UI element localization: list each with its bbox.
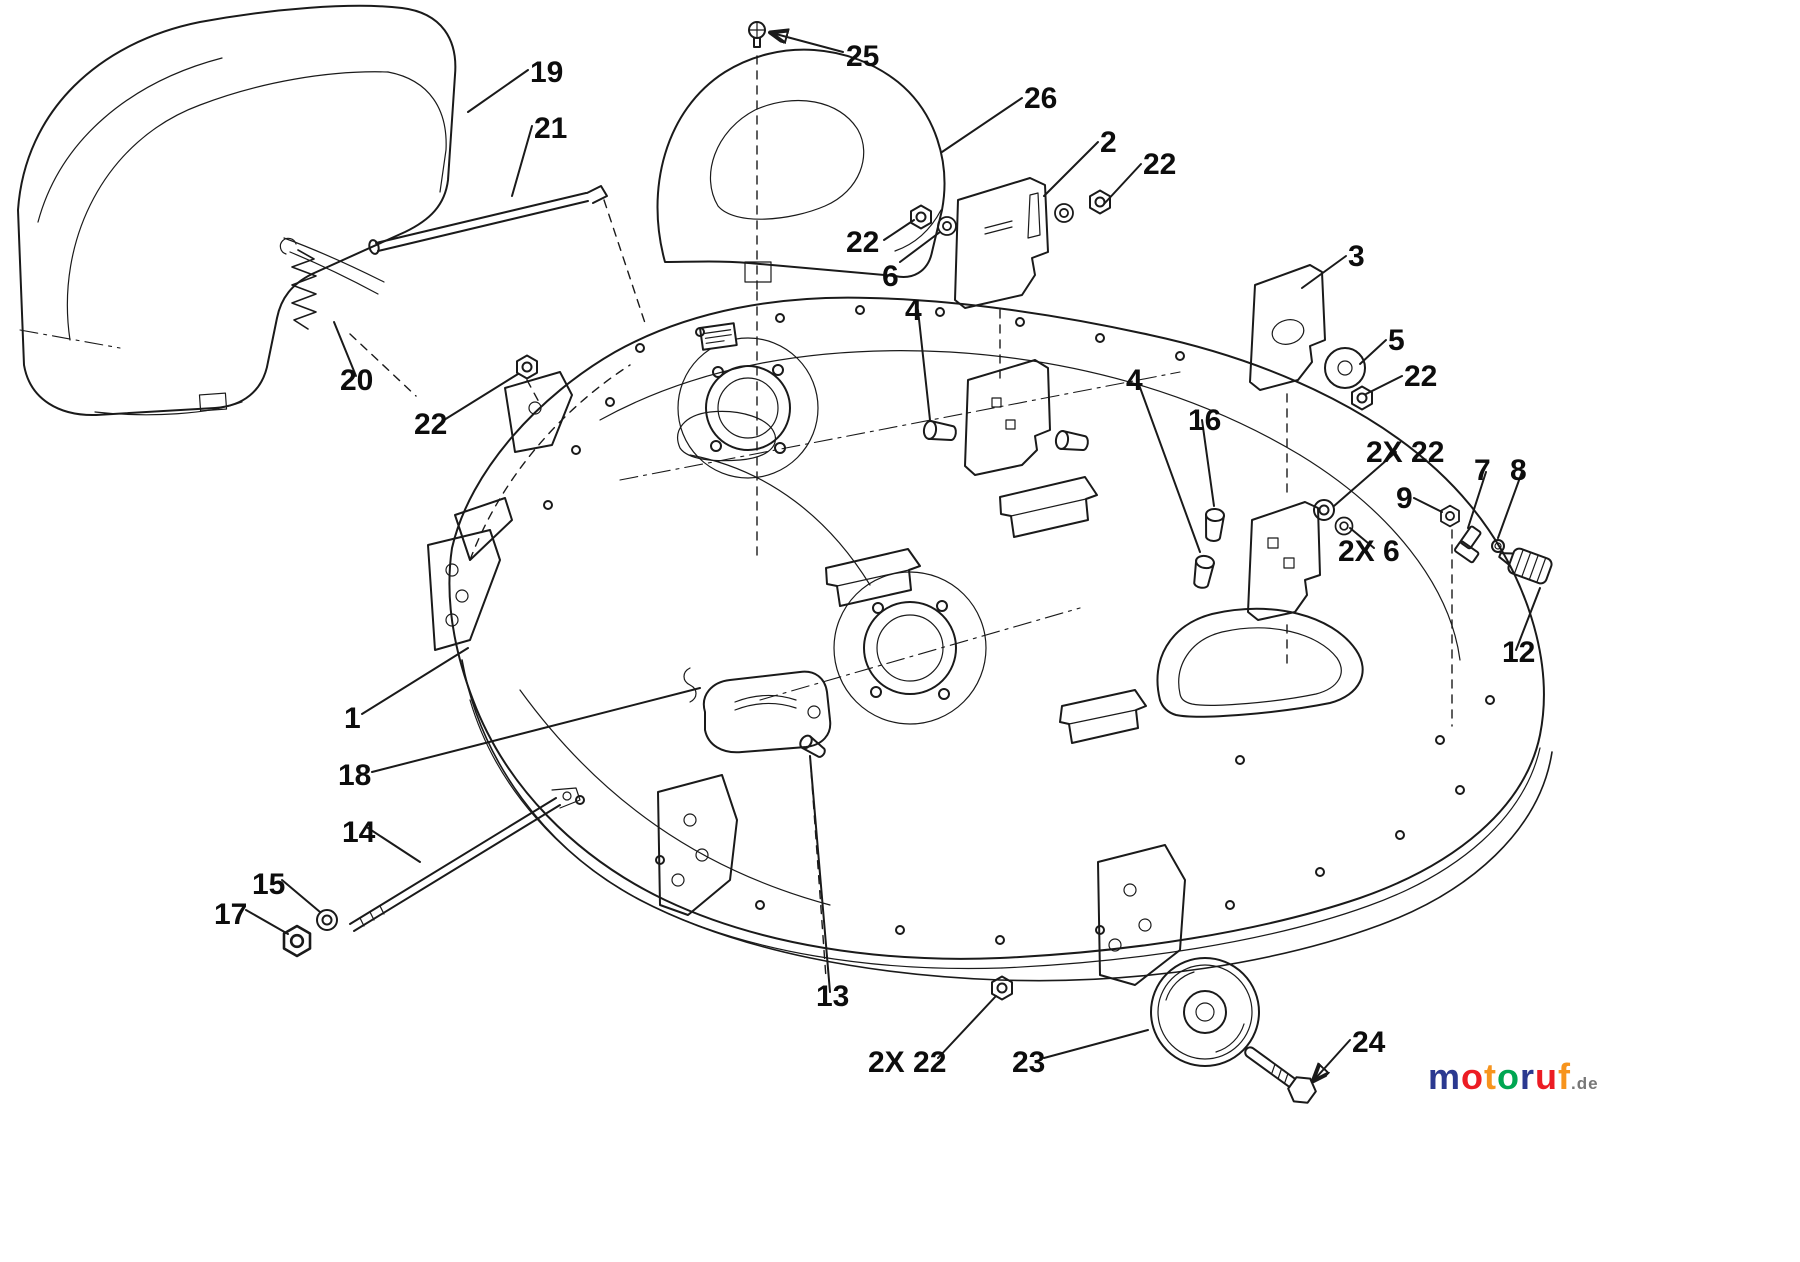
bracket-2 <box>954 177 1049 379</box>
right-fittings <box>1313 499 1553 727</box>
callout-3: 3 <box>1348 240 1365 273</box>
bracket-16 <box>1247 501 1321 666</box>
callout-5: 5 <box>1388 324 1405 357</box>
callout-20: 20 <box>340 364 374 397</box>
logo-letter: t <box>1484 1056 1498 1097</box>
discharge-chute <box>17 4 457 417</box>
hinge-spring-assembly <box>279 237 417 397</box>
callout-23: 23 <box>1012 1046 1046 1079</box>
callout-19: 19 <box>530 56 564 89</box>
callout-2x6: 2X 6 <box>1338 535 1400 568</box>
callout-17: 17 <box>214 898 248 931</box>
wheel-bolt <box>1244 1046 1317 1104</box>
callout-16: 16 <box>1188 404 1222 437</box>
callout-26: 26 <box>1024 82 1058 115</box>
logo-letter: u <box>1535 1056 1559 1097</box>
height-rod-assembly <box>282 787 581 958</box>
gauge-wheel <box>1150 957 1260 1067</box>
callout-24: 24 <box>1352 1026 1386 1059</box>
callout-6: 6 <box>882 260 899 293</box>
hinge-rod <box>368 185 647 327</box>
part-5-spacer <box>1324 347 1373 411</box>
callout-1: 1 <box>344 702 361 735</box>
topleft-nut <box>516 354 538 380</box>
bracket-3 <box>1249 264 1326 499</box>
mower-deck <box>427 296 1553 986</box>
callout-4-b: 4 <box>1126 364 1143 397</box>
callout-22-b: 22 <box>846 226 880 259</box>
callout-21: 21 <box>534 112 568 145</box>
leader-lines <box>245 33 1541 1080</box>
belt-cover <box>656 48 946 283</box>
callout-18: 18 <box>338 759 372 792</box>
logo-letter: f <box>1558 1056 1572 1097</box>
callout-2: 2 <box>1100 126 1117 159</box>
logo-letter: o <box>1497 1056 1521 1097</box>
bracket-18-assembly <box>683 667 832 979</box>
callout-2x22-b: 2X 22 <box>868 1046 947 1079</box>
callout-15: 15 <box>252 868 286 901</box>
logo-letter: m <box>1428 1056 1462 1097</box>
logo-suffix: .de <box>1571 1074 1599 1093</box>
callout-22-c: 22 <box>1404 360 1438 393</box>
callout-12: 12 <box>1502 636 1536 669</box>
deck-bracket-mid <box>964 359 1051 476</box>
callout-14: 14 <box>342 816 376 849</box>
callout-8: 8 <box>1510 454 1527 487</box>
callout-7: 7 <box>1474 454 1491 487</box>
motoruf-logo[interactable]: motoruf.de <box>1428 1056 1599 1098</box>
logo-letter: o <box>1461 1056 1485 1097</box>
callout-2x22-a: 2X 22 <box>1366 436 1445 469</box>
callout-13: 13 <box>816 980 850 1013</box>
clevis-pins <box>922 420 1225 589</box>
cover-bolt <box>748 21 766 563</box>
callout-22-d: 22 <box>414 408 448 441</box>
callout-25: 25 <box>846 40 880 73</box>
callout-9: 9 <box>1396 482 1413 515</box>
logo-letter: r <box>1520 1056 1536 1097</box>
callout-22-a: 22 <box>1143 148 1177 181</box>
callout-4-a: 4 <box>905 294 922 327</box>
